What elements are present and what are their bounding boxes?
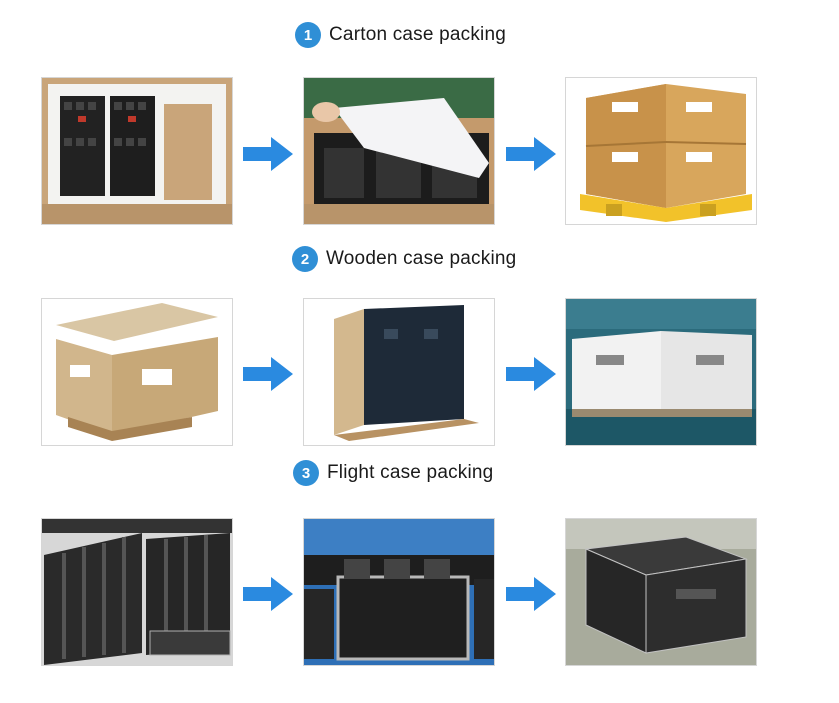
right-arrow-icon [243,137,293,171]
carton-open-box-photo [41,77,233,225]
carton-covering-photo [303,77,495,225]
section-heading-flight: 3 Flight case packing [293,460,493,486]
right-arrow-icon [506,137,556,171]
right-arrow-icon [243,357,293,391]
carton-pallet-photo [565,77,757,225]
wooden-crate-loading-photo [303,298,495,446]
step-number-badge: 3 [293,460,319,486]
step-number-badge: 1 [295,22,321,48]
flight-case-warehouse-photo [565,518,757,666]
section-title: Flight case packing [327,462,494,483]
right-arrow-icon [506,577,556,611]
section-title: Carton case packing [329,24,507,45]
section-heading-wooden: 2 Wooden case packing [292,246,516,272]
wooden-crate-assembly-photo [41,298,233,446]
wooden-crate-warehouse-photo [565,298,757,446]
section-title: Wooden case packing [326,248,517,269]
right-arrow-icon [506,357,556,391]
flight-case-stacked-photo [303,518,495,666]
right-arrow-icon [243,577,293,611]
flight-case-open-photo [41,518,233,666]
section-heading-carton: 1 Carton case packing [295,22,506,48]
step-number-badge: 2 [292,246,318,272]
